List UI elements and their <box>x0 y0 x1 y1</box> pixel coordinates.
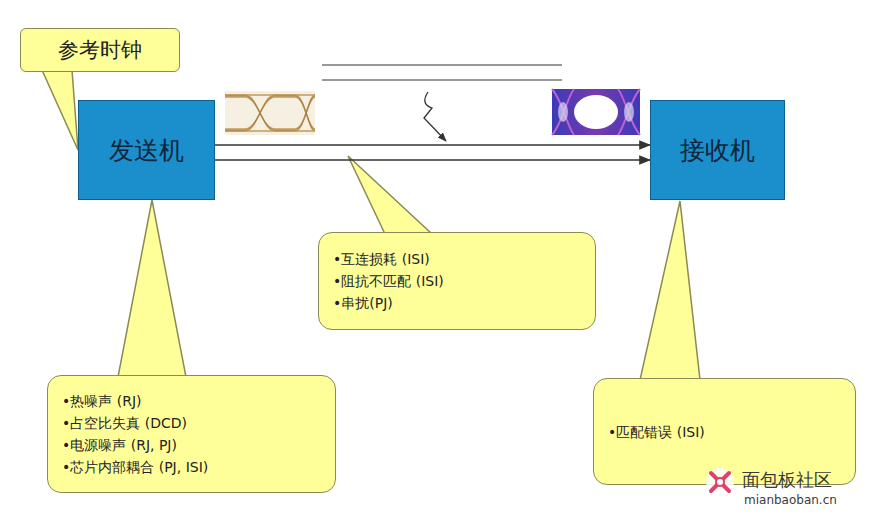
rx-eye-diagram <box>552 89 640 135</box>
callout-tail <box>42 70 78 150</box>
node-text: 发送机 <box>109 134 184 167</box>
node-text: •匹配错误 (ISI) <box>608 421 841 443</box>
transmitter-box: 发送机 <box>78 100 215 200</box>
watermark-url: mianbaoban.cn <box>744 493 837 507</box>
aggressor-line <box>322 79 562 80</box>
callout-box: •互连损耗 (ISI)•阻抗不匹配 (ISI)•串扰(PJ) <box>318 232 596 330</box>
node-text: •占空比失真 (DCD) <box>62 412 321 434</box>
signal-arrow <box>215 144 650 146</box>
node-text: •互连损耗 (ISI) <box>333 248 581 270</box>
receiver-box: 接收机 <box>650 100 785 200</box>
callout-tail <box>348 156 432 234</box>
watermark-icon <box>706 468 734 496</box>
node-text: •芯片内部耦合 (PJ, ISI) <box>62 456 321 478</box>
node-text: •阻抗不匹配 (ISI) <box>333 270 581 292</box>
tx-eye-diagram <box>225 91 315 135</box>
signal-arrow <box>215 159 650 161</box>
aggressor-line <box>322 64 562 65</box>
node-text: •电源噪声 (RJ, PJ) <box>62 434 321 456</box>
node-text: 参考时钟 <box>58 36 142 64</box>
watermark-text: 面包板社区 <box>742 468 832 492</box>
callout-box: 参考时钟 <box>20 28 180 72</box>
crosstalk-arrow <box>424 92 446 141</box>
callout-box: •热噪声 (RJ)•占空比失真 (DCD)•电源噪声 (RJ, PJ)•芯片内部… <box>47 375 336 493</box>
node-text: •串扰(PJ) <box>333 292 581 314</box>
node-text: 接收机 <box>680 134 755 167</box>
callout-tail <box>640 201 700 380</box>
callout-tail <box>118 200 186 377</box>
node-text: •热噪声 (RJ) <box>62 390 321 412</box>
